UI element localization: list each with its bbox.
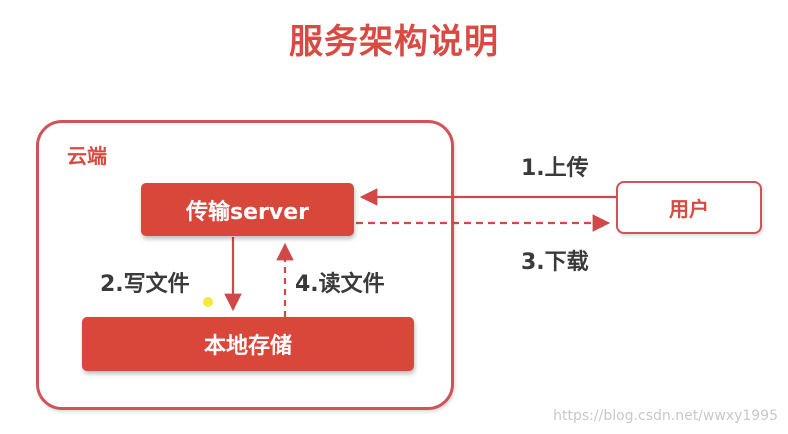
user-node: 用户 xyxy=(616,181,762,234)
read-file-label: 4.读文件 xyxy=(295,272,385,297)
pointer-highlight-dot xyxy=(203,297,213,307)
watermark: https://blog.csdn.net/wwxy1995 xyxy=(553,408,778,424)
local-storage-node: 本地存储 xyxy=(82,317,414,371)
transfer-server-node: 传输server xyxy=(141,183,354,236)
page-title: 服务架构说明 xyxy=(289,22,499,62)
download-label: 3.下载 xyxy=(521,250,589,275)
write-file-label: 2.写文件 xyxy=(100,272,190,297)
upload-label: 1.上传 xyxy=(521,156,589,181)
cloud-label: 云端 xyxy=(67,144,107,168)
